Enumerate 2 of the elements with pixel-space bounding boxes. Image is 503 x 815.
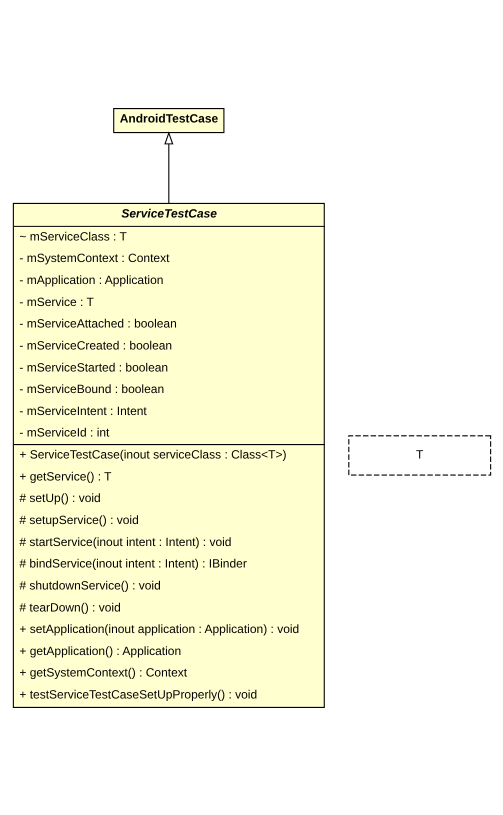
node-box: T bbox=[348, 434, 491, 476]
arrow bbox=[164, 130, 173, 203]
